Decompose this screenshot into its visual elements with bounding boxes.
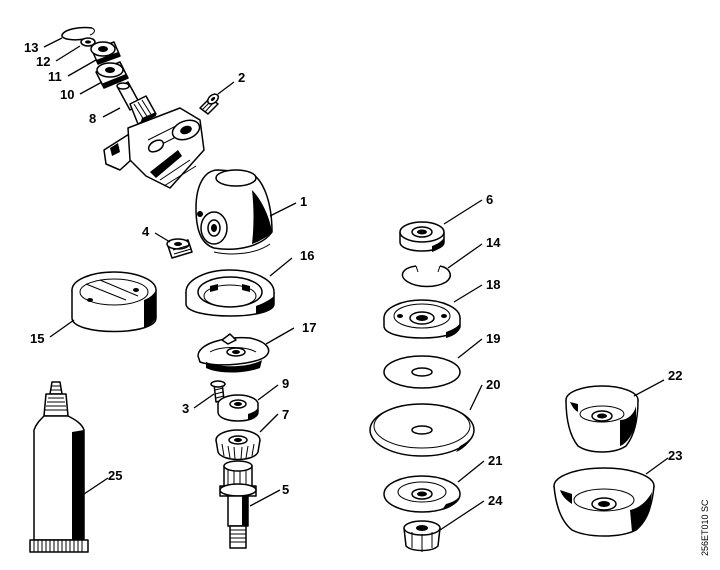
label-part-24: 24 — [488, 493, 503, 508]
part-17-thrust-plate — [197, 333, 270, 373]
label-part-20: 20 — [486, 377, 500, 392]
part-12-washer — [80, 37, 96, 47]
label-part-23: 23 — [668, 448, 682, 463]
part-10-sleeve — [95, 61, 129, 89]
label-part-18: 18 — [486, 277, 500, 292]
part-21-thrust-washer — [383, 475, 461, 513]
leader-lines — [43, 37, 669, 531]
label-part-8: 8 — [89, 111, 96, 126]
label-part-4: 4 — [142, 224, 150, 239]
label-part-15: 15 — [30, 331, 44, 346]
label-part-19: 19 — [486, 331, 500, 346]
label-part-1: 1 — [300, 194, 307, 209]
part-5-output-shaft — [219, 460, 257, 549]
part-25-grease-tube — [29, 381, 89, 553]
label-part-25: 25 — [108, 468, 122, 483]
part-6-ball-bearing — [399, 221, 445, 252]
part-14-circlip — [401, 265, 451, 288]
part-8-bevel-pinion — [116, 81, 157, 125]
label-part-12: 12 — [36, 54, 50, 69]
label-part-14: 14 — [486, 235, 501, 250]
part-1-gear-housing — [103, 107, 273, 255]
label-part-5: 5 — [282, 482, 289, 497]
label-part-10: 10 — [60, 87, 74, 102]
part-15-guard-ring — [71, 271, 157, 333]
part-16-flange — [185, 269, 275, 317]
part-11-nut — [90, 41, 121, 65]
label-part-16: 16 — [300, 248, 314, 263]
part-24-nut — [403, 520, 441, 552]
label-part-21: 21 — [488, 453, 502, 468]
part-4-plug-screw — [166, 238, 193, 259]
part-19-washer — [383, 355, 461, 389]
part-23-cup — [553, 467, 655, 537]
part-9-ball-bearing — [217, 394, 259, 422]
part-labels: 13 12 11 10 8 2 1 4 16 15 17 3 9 7 5 25 … — [24, 40, 682, 508]
label-part-9: 9 — [282, 376, 289, 391]
label-part-11: 11 — [48, 69, 62, 84]
label-part-2: 2 — [238, 70, 245, 85]
part-18-thrust-plate — [383, 299, 461, 339]
part-7-bevel-gear — [215, 429, 261, 461]
label-part-3: 3 — [182, 401, 189, 416]
part-22-cup — [565, 385, 639, 453]
label-part-17: 17 — [302, 320, 316, 335]
label-part-6: 6 — [486, 192, 493, 207]
label-part-7: 7 — [282, 407, 289, 422]
label-part-13: 13 — [24, 40, 38, 55]
diagram-code: 256ET010 SC — [700, 499, 710, 556]
part-2-screw — [199, 93, 220, 115]
part-20-disc — [369, 403, 475, 457]
part-13-circlip — [61, 26, 95, 41]
label-part-22: 22 — [668, 368, 682, 383]
